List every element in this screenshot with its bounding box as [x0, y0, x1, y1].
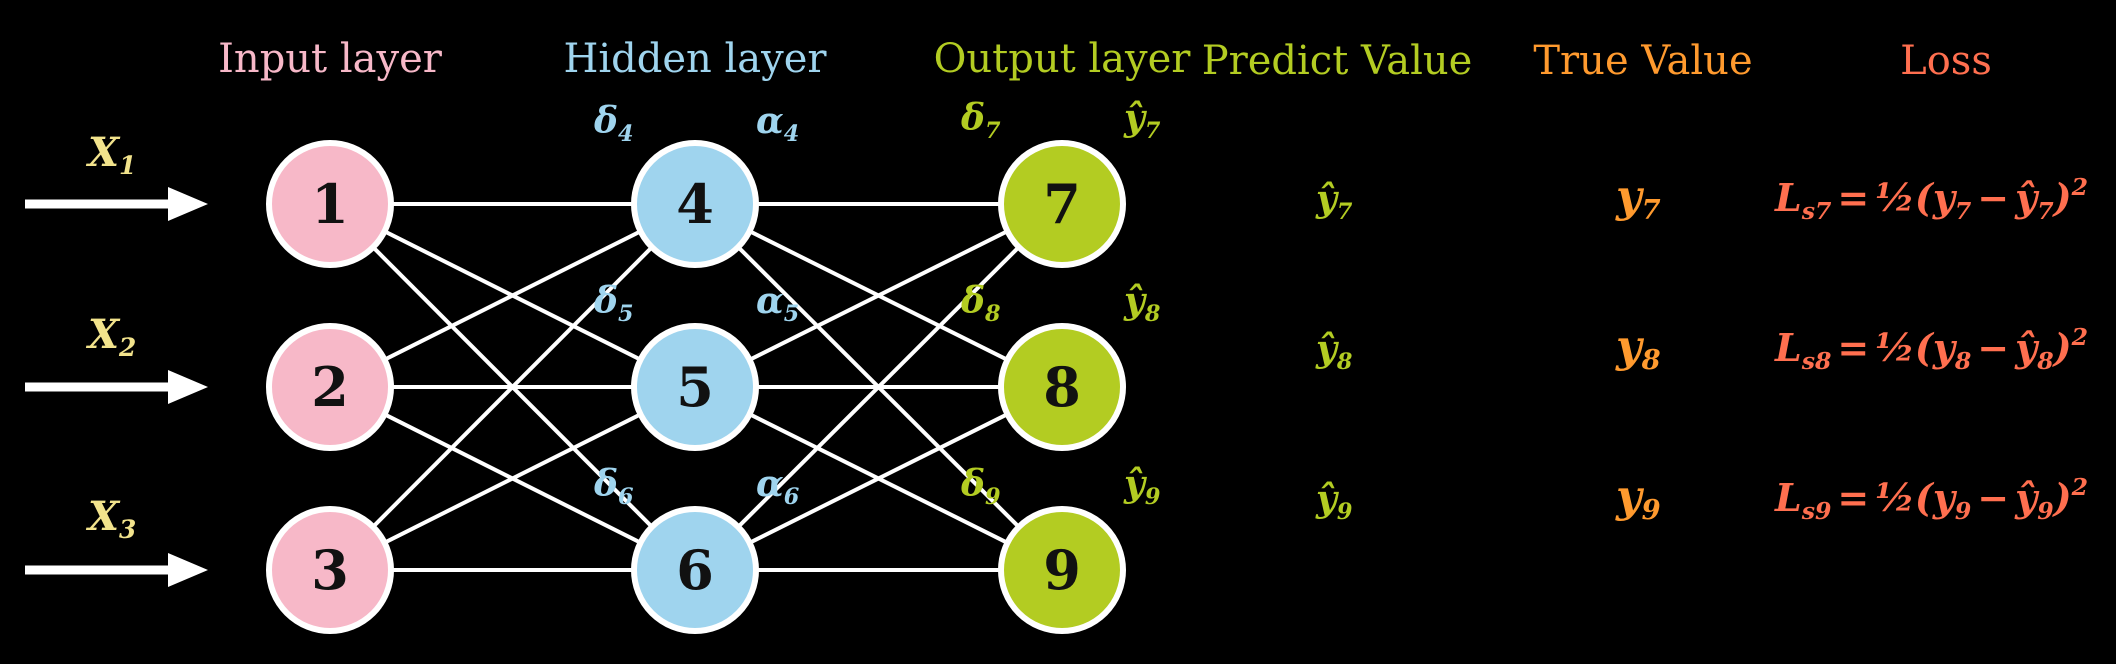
predict-value-9: ŷ9	[1315, 478, 1352, 525]
input-label-x3: X3	[85, 493, 136, 544]
node-output-8: 8	[998, 323, 1126, 451]
arrow-head-icon	[168, 187, 208, 221]
hidden-alpha-6: α6	[756, 463, 799, 510]
output-yhat-9: ŷ9	[1123, 463, 1160, 510]
output-delta-9: δ9	[960, 463, 1001, 510]
edge-3-5	[383, 412, 642, 545]
arrow-head-icon	[168, 370, 208, 404]
output-delta-8: δ8	[960, 280, 1001, 327]
output-yhat-8: ŷ8	[1123, 280, 1161, 327]
node-label: 3	[311, 538, 349, 602]
output-delta-7: δ7	[960, 97, 1001, 144]
node-label: 4	[676, 172, 714, 236]
hidden-alpha-5: α5	[756, 280, 799, 327]
edge-3-4	[371, 245, 654, 529]
node-hidden-5: 5	[631, 323, 759, 451]
true-value-8: y8	[1615, 321, 1661, 376]
node-label: 5	[676, 355, 714, 419]
node-hidden-6: 6	[631, 506, 759, 634]
input-arrow-1	[25, 187, 208, 221]
header-hidden-layer: Hidden layer	[563, 36, 827, 82]
connection-edges	[371, 202, 1021, 572]
header-loss: Loss	[1900, 38, 1992, 84]
header-output-layer: Output layer	[934, 36, 1192, 82]
hidden-delta-5: δ5	[593, 280, 634, 327]
edge-5-7	[748, 229, 1009, 362]
node-hidden-4: 4	[631, 140, 759, 268]
true-value-9: y9	[1615, 471, 1661, 526]
predict-value-7: ŷ7	[1315, 178, 1353, 225]
node-input-3: 3	[266, 506, 394, 634]
node-label: 9	[1043, 538, 1081, 602]
hidden-alpha-4: α4	[756, 100, 799, 147]
node-label: 6	[676, 538, 714, 602]
input-label-x2: X2	[85, 311, 136, 362]
header-input-layer: Input layer	[218, 36, 443, 82]
node-label: 7	[1043, 172, 1081, 236]
header-true-value: True Value	[1533, 38, 1752, 84]
node-label: 1	[311, 172, 349, 236]
node-label: 2	[311, 355, 349, 419]
predict-value-8: ŷ8	[1315, 328, 1353, 375]
true-value-7: y7	[1615, 171, 1661, 226]
hidden-delta-4: δ4	[593, 100, 634, 147]
edge-2-4	[383, 229, 642, 362]
node-input-2: 2	[266, 323, 394, 451]
loss-formula-7: Ls7=½(y7−ŷ7)2	[1774, 173, 2088, 225]
header-predict-value: Predict Value	[1202, 38, 1473, 84]
input-label-x1: X1	[85, 129, 136, 180]
node-label: 8	[1043, 355, 1081, 419]
edge-6-7	[736, 245, 1021, 529]
hidden-delta-6: δ6	[593, 463, 634, 510]
edge-6-8	[748, 412, 1009, 545]
loss-formula-8: Ls8=½(y8−ŷ8)2	[1774, 323, 2088, 375]
loss-formula-9: Ls9=½(y9−ŷ9)2	[1774, 473, 2088, 525]
node-input-1: 1	[266, 140, 394, 268]
node-output-7: 7	[998, 140, 1126, 268]
output-yhat-7: ŷ7	[1123, 97, 1161, 144]
input-arrow-3	[25, 553, 208, 587]
input-arrow-2	[25, 370, 208, 404]
node-output-9: 9	[998, 506, 1126, 634]
arrow-head-icon	[168, 553, 208, 587]
